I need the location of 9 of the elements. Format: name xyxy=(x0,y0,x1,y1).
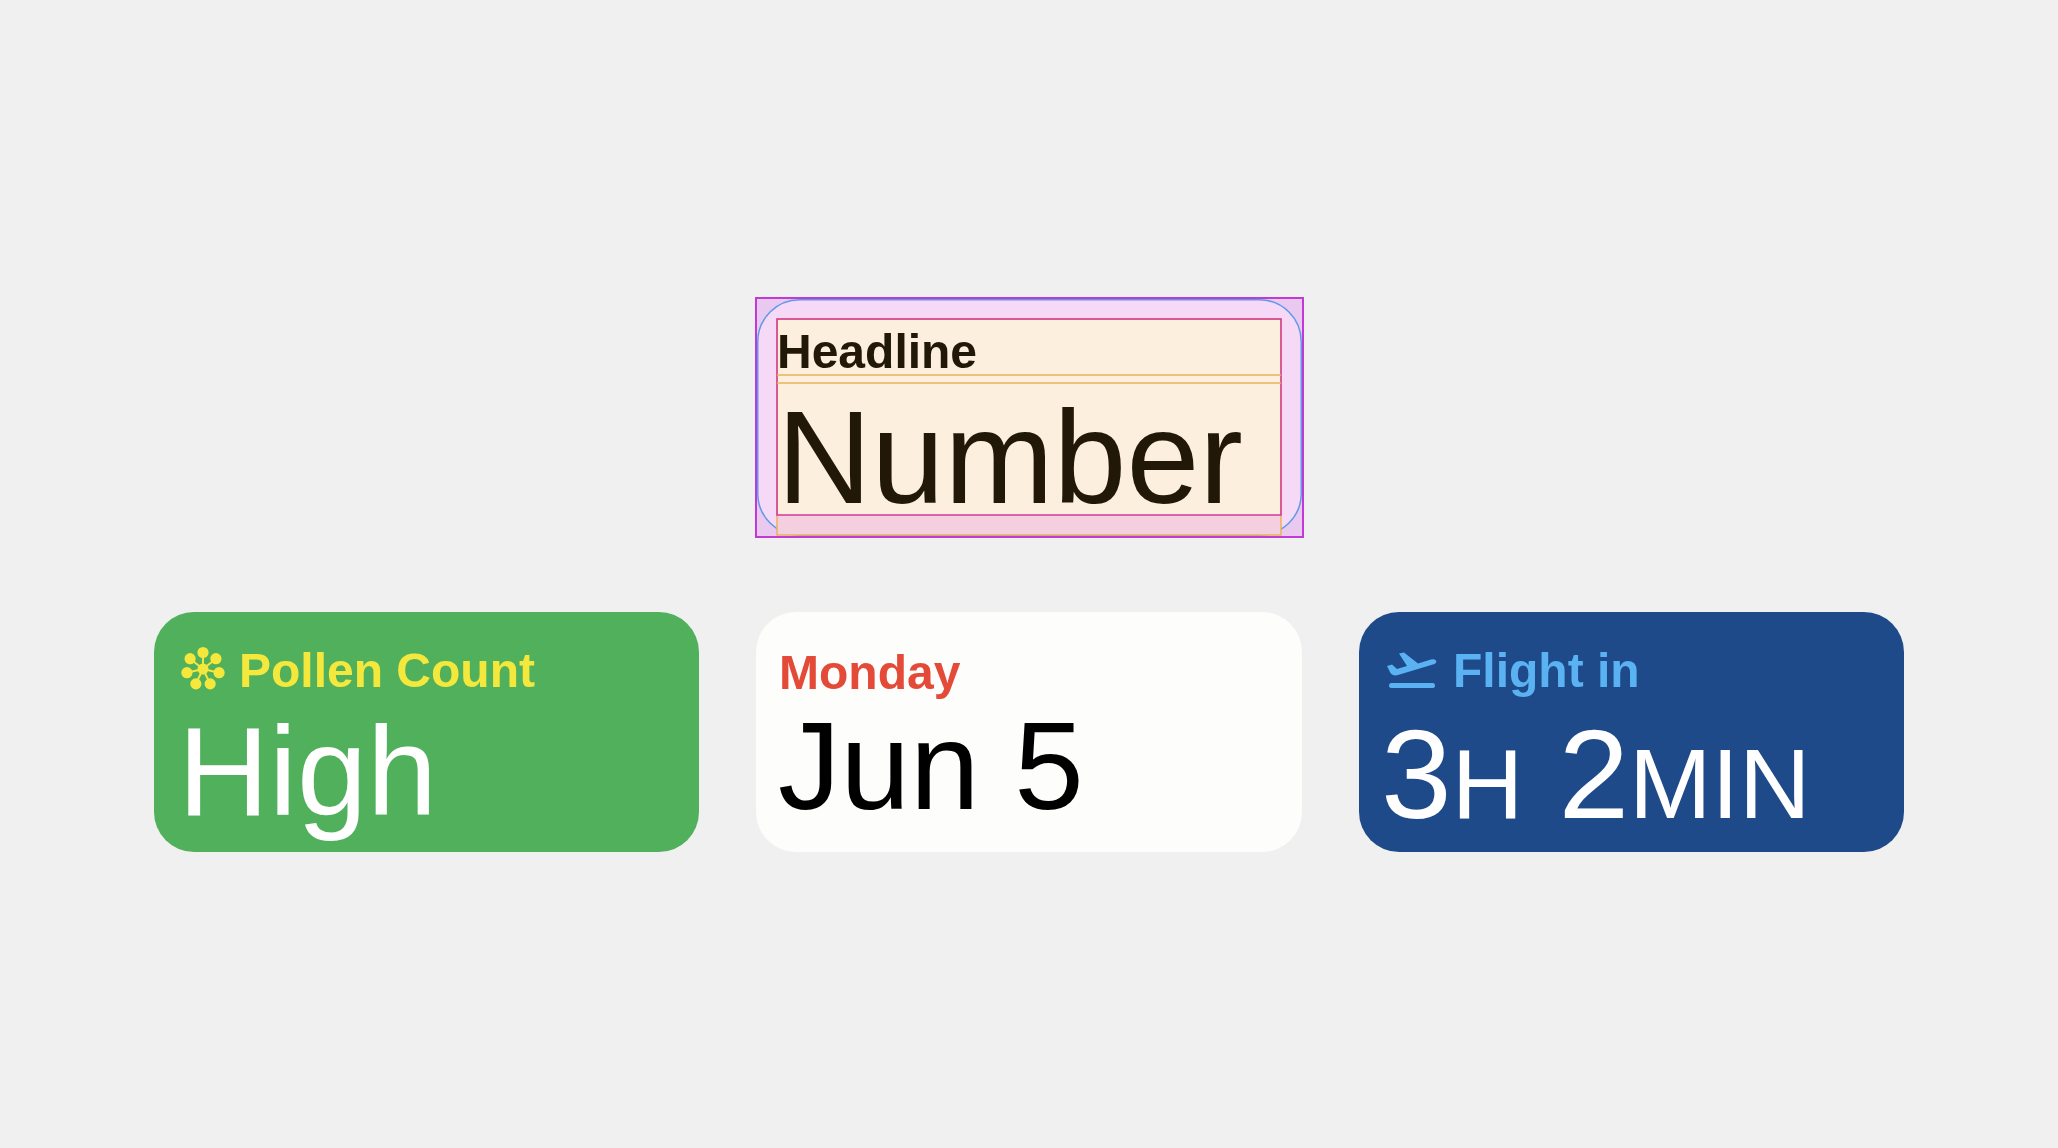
widget-card xyxy=(1359,612,1904,852)
widget-title: Headline xyxy=(777,324,978,381)
widget-value: Number xyxy=(777,402,1243,514)
widget-card xyxy=(154,612,699,852)
widget-value: 3H 2MIN xyxy=(1381,701,1811,847)
widget-title: Monday xyxy=(779,645,961,702)
widget-title: Flight in xyxy=(1453,643,1640,700)
widget-value: High xyxy=(178,699,438,844)
widget-title: Pollen Count xyxy=(239,643,535,700)
